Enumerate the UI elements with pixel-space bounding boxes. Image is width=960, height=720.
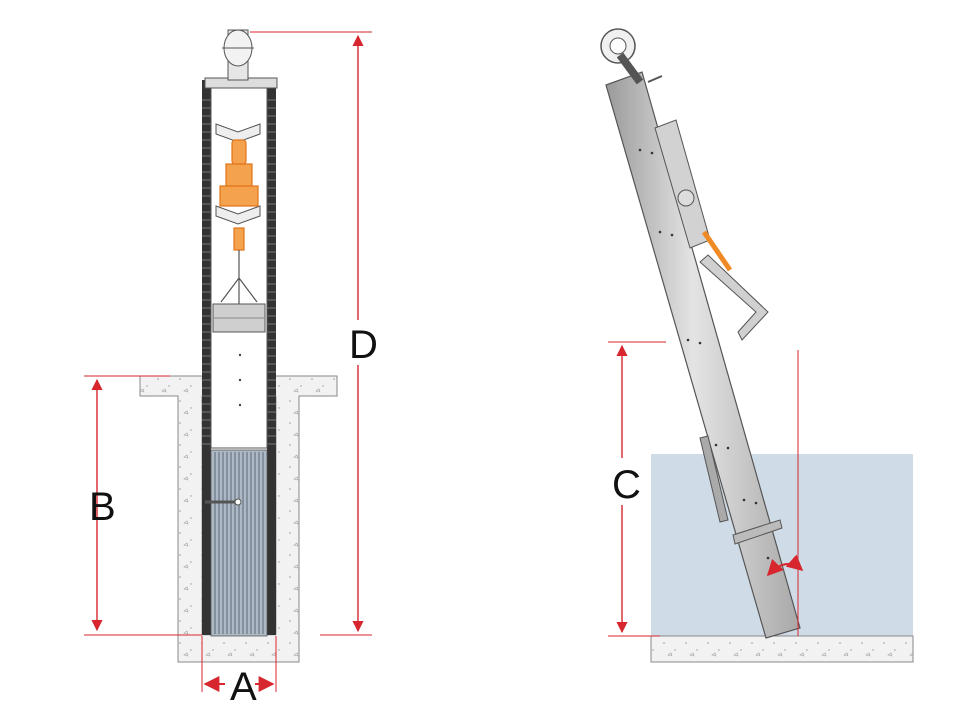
label-d: D: [349, 323, 378, 367]
label-a: A: [230, 665, 257, 709]
rotation-arrow-icon: [766, 554, 804, 577]
dimension-a: A: [201, 636, 277, 709]
side-view: [600, 28, 914, 663]
front-view: [139, 29, 338, 663]
label-c: C: [612, 463, 641, 507]
dimension-d: D: [250, 31, 378, 636]
dimension-b: B: [84, 375, 202, 636]
drive-motor: [219, 139, 259, 251]
label-b: B: [89, 485, 116, 529]
dimension-c: C: [608, 341, 666, 637]
